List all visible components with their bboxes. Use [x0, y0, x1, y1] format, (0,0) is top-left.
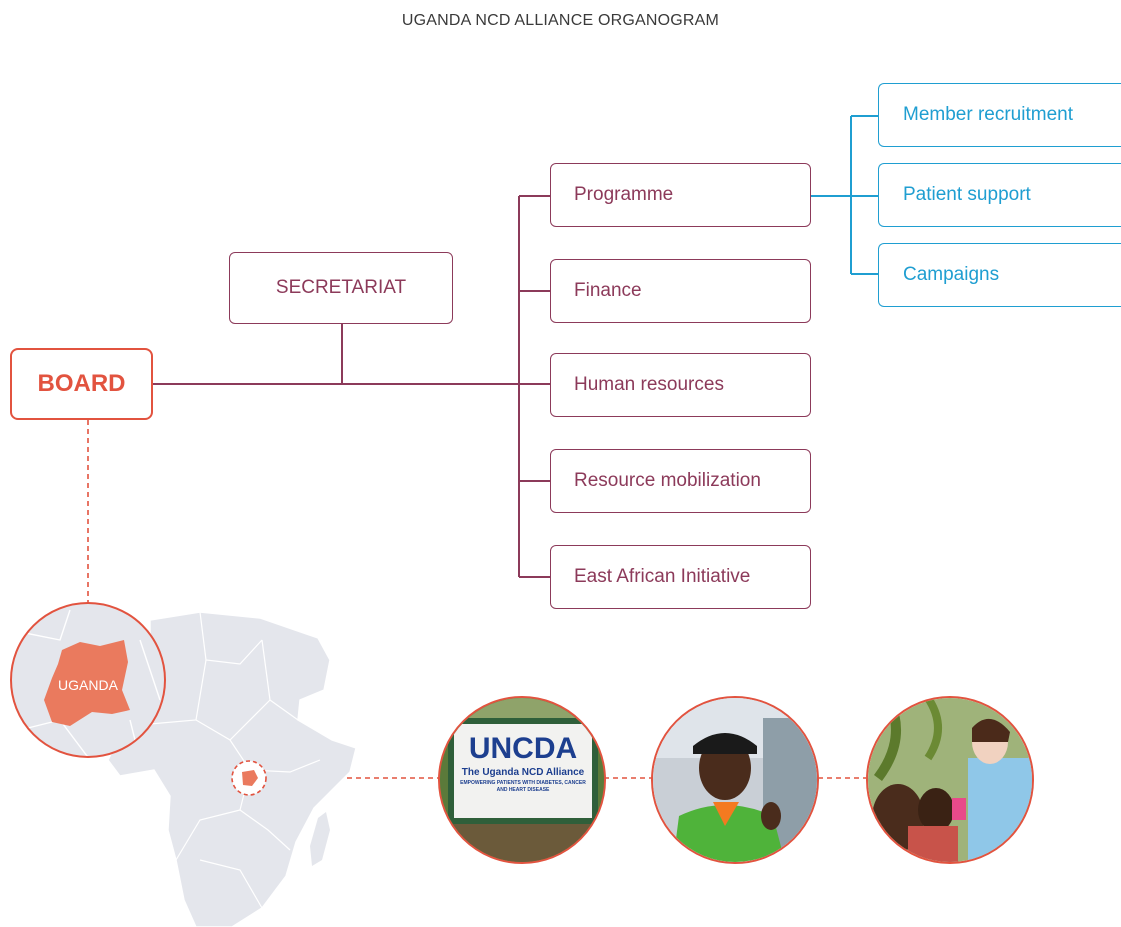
photo-crowd-volunteer	[866, 696, 1034, 864]
uganda-shape	[44, 640, 130, 726]
department-label: Finance	[574, 280, 642, 301]
unit-label: Member recruitment	[903, 104, 1073, 125]
unit-member-recruitment-box: Member recruitment	[878, 83, 1121, 147]
sign-heading: UNCDA	[469, 732, 577, 765]
uncda-sign-illustration: UNCDA The Uganda NCD Alliance EMPOWERING…	[440, 698, 604, 862]
department-label: Resource mobilization	[574, 470, 761, 491]
department-label: Programme	[574, 184, 674, 205]
sign-tagline: EMPOWERING PATIENTS WITH DIABETES, CANCE…	[460, 780, 586, 793]
department-resource-mobilization-box: Resource mobilization	[550, 449, 811, 513]
unit-patient-support-box: Patient support	[878, 163, 1121, 227]
department-label: East African Initiative	[574, 566, 751, 587]
africa-continent	[107, 611, 357, 927]
department-east-african-initiative-box: East African Initiative	[550, 545, 811, 609]
department-finance-box: Finance	[550, 259, 811, 323]
unit-label: Campaigns	[903, 264, 1000, 285]
unit-campaigns-box: Campaigns	[878, 243, 1121, 307]
madagascar-shape	[310, 812, 330, 866]
secretariat-box: SECRETARIAT	[229, 252, 453, 324]
department-human-resources-box: Human resources	[550, 353, 811, 417]
secretariat-label: SECRETARIAT	[275, 277, 407, 298]
woman-illustration	[653, 698, 817, 862]
board-box: BOARD	[10, 348, 153, 420]
photo-uncda-sign: UNCDA The Uganda NCD Alliance EMPOWERING…	[438, 696, 606, 864]
department-programme-box: Programme	[550, 163, 811, 227]
crowd-illustration	[868, 698, 1032, 862]
uganda-label: UGANDA	[58, 677, 119, 693]
department-label: Human resources	[574, 374, 724, 395]
photo-woman-green-shirt	[651, 696, 819, 864]
uganda-locator-shape	[242, 770, 258, 786]
sign-subheading: The Uganda NCD Alliance	[462, 767, 585, 778]
unit-label: Patient support	[903, 184, 1031, 205]
board-label: BOARD	[37, 370, 126, 397]
page-title: UGANDA NCD ALLIANCE ORGANOGRAM	[401, 12, 720, 29]
